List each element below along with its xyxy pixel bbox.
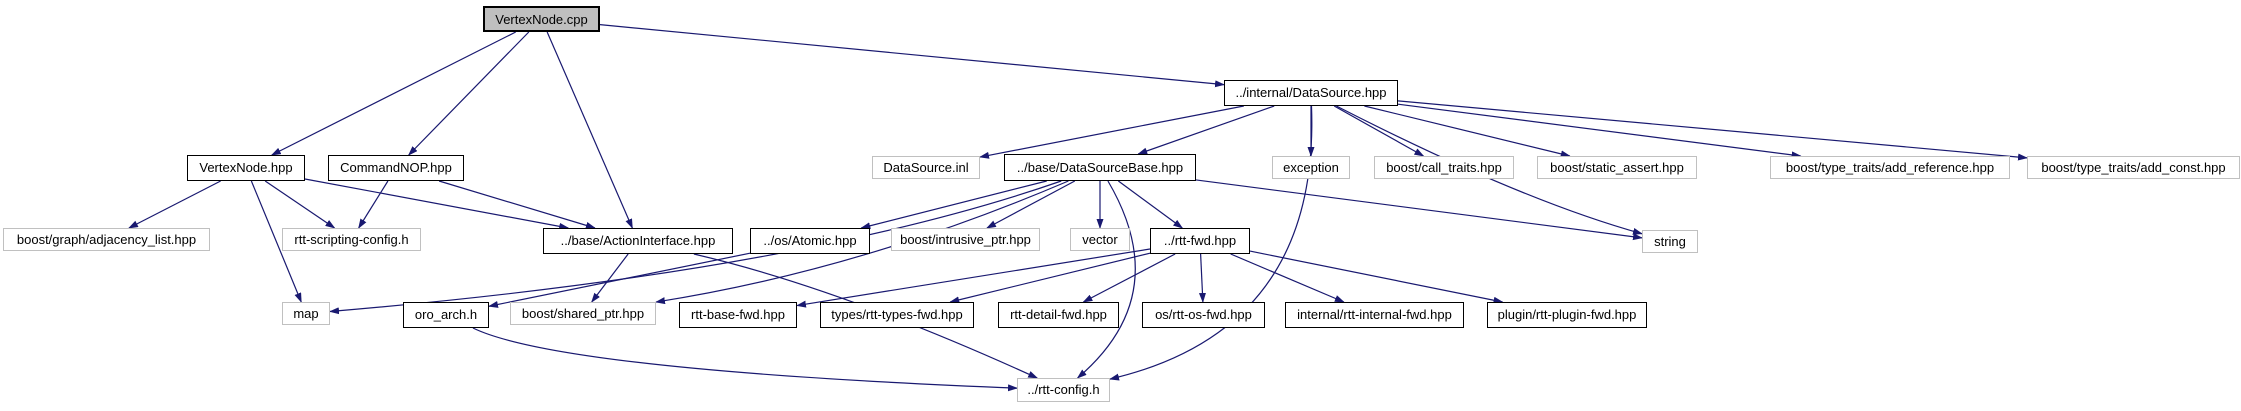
node-label-exc: exception [1283, 160, 1339, 175]
edge-ds-inl [979, 105, 1244, 159]
edge-fwd-ofwd [1198, 253, 1206, 303]
edge-fwd-tfwd [949, 252, 1151, 304]
edge-ds-ac [1397, 100, 2028, 161]
node-inl: DataSource.inl [872, 156, 980, 179]
edge-ai-sptr [591, 253, 629, 303]
node-adj: boost/graph/adjacency_list.hpp [3, 228, 210, 251]
edge-ds-ar [1397, 103, 1802, 159]
edge-ds-sa [1364, 105, 1571, 158]
node-pfwd[interactable]: plugin/rtt-plugin-fwd.hpp [1487, 302, 1647, 328]
node-label-map: map [293, 306, 319, 321]
node-ifwd[interactable]: internal/rtt-internal-fwd.hpp [1285, 302, 1464, 328]
edge-dsb-sptr [655, 180, 1069, 305]
node-label-ofwd: os/rtt-os-fwd.hpp [1155, 307, 1252, 322]
edge-fwd-bfwd [796, 248, 1151, 308]
node-label-ct: boost/call_traits.hpp [1386, 160, 1502, 175]
node-ct: boost/call_traits.hpp [1374, 156, 1514, 179]
edge-dsb-fwd [1118, 180, 1184, 229]
node-label-cnop: CommandNOP.hpp [340, 160, 452, 175]
node-label-pfwd: plugin/rtt-plugin-fwd.hpp [1497, 307, 1637, 322]
edge-cnop-cfgS [358, 180, 389, 229]
node-label-adj: boost/graph/adjacency_list.hpp [16, 232, 197, 247]
node-vec: vector [1070, 228, 1130, 251]
node-str: string [1642, 230, 1698, 253]
node-label-ifwd: internal/rtt-internal-fwd.hpp [1297, 307, 1452, 322]
edge-cnop-ai [438, 180, 596, 229]
edge-ds-str [1336, 105, 1643, 235]
node-label-str: string [1654, 234, 1686, 249]
edge-dsb-map [329, 180, 1062, 315]
node-label-inl: DataSource.inl [883, 160, 969, 175]
node-cnop[interactable]: CommandNOP.hpp [328, 155, 464, 181]
edge-ds-ct [1333, 105, 1425, 157]
edge-vhpp-cfgS [264, 180, 336, 229]
node-label-cfg: ../rtt-config.h [1027, 382, 1100, 397]
node-map: map [282, 302, 330, 325]
node-bfwd[interactable]: rtt-base-fwd.hpp [679, 302, 797, 328]
edge-dsb-str [1195, 179, 1643, 241]
node-sa: boost/static_assert.hpp [1537, 156, 1697, 179]
edge-vhpp-adj [128, 180, 221, 229]
node-label-sa: boost/static_assert.hpp [1550, 160, 1684, 175]
node-sptr: boost/shared_ptr.hpp [510, 302, 656, 325]
node-label-ai: ../base/ActionInterface.hpp [560, 233, 716, 248]
node-fwd[interactable]: ../rtt-fwd.hpp [1150, 228, 1250, 254]
node-ai[interactable]: ../base/ActionInterface.hpp [543, 228, 733, 254]
node-label-vhpp: VertexNode.hpp [199, 160, 293, 175]
node-oro[interactable]: oro_arch.h [403, 302, 489, 328]
edge-fwd-pfwd [1249, 250, 1504, 304]
node-label-cfgS: rtt-scripting-config.h [294, 232, 409, 247]
node-dfwd[interactable]: rtt-detail-fwd.hpp [998, 302, 1119, 328]
edge-fwd-ifwd [1230, 253, 1345, 303]
edge-vcpp-cnop [407, 31, 530, 156]
edge-dsb-iptr [986, 180, 1076, 229]
node-ds[interactable]: ../internal/DataSource.hpp [1224, 80, 1398, 106]
node-label-bfwd: rtt-base-fwd.hpp [691, 307, 785, 322]
node-ac: boost/type_traits/add_const.hpp [2027, 156, 2240, 179]
edge-ds-dsb [1137, 105, 1275, 155]
node-label-sptr: boost/shared_ptr.hpp [521, 306, 645, 321]
node-iptr: boost/intrusive_ptr.hpp [891, 228, 1040, 251]
edge-fwd-dfwd [1082, 253, 1176, 303]
node-label-dsb: ../base/DataSourceBase.hpp [1016, 160, 1184, 175]
edge-vhpp-map [250, 180, 302, 303]
node-label-iptr: boost/intrusive_ptr.hpp [900, 232, 1031, 247]
node-tfwd[interactable]: types/rtt-types-fwd.hpp [820, 302, 974, 328]
node-label-vec: vector [1082, 232, 1118, 247]
node-vcpp: VertexNode.cpp [483, 6, 600, 32]
node-dsb[interactable]: ../base/DataSourceBase.hpp [1004, 154, 1196, 181]
node-label-fwd: ../rtt-fwd.hpp [1163, 233, 1237, 248]
edge-vcpp-ds [599, 24, 1225, 88]
node-ar: boost/type_traits/add_reference.hpp [1770, 156, 2010, 179]
edge-vcpp-ai [546, 31, 633, 229]
node-label-vcpp: VertexNode.cpp [495, 12, 588, 27]
node-exc: exception [1272, 156, 1350, 179]
node-label-ac: boost/type_traits/add_const.hpp [2041, 160, 2226, 175]
node-vhpp[interactable]: VertexNode.hpp [187, 155, 305, 181]
node-label-dfwd: rtt-detail-fwd.hpp [1010, 307, 1107, 322]
node-atomic[interactable]: ../os/Atomic.hpp [750, 228, 870, 254]
node-ofwd[interactable]: os/rtt-os-fwd.hpp [1142, 302, 1265, 328]
edge-vhpp-ai [304, 178, 570, 230]
node-label-ds: ../internal/DataSource.hpp [1235, 85, 1387, 100]
edge-vcpp-vhpp [270, 31, 516, 156]
node-label-oro: oro_arch.h [414, 307, 478, 322]
node-label-tfwd: types/rtt-types-fwd.hpp [831, 307, 963, 322]
edge-dsb-cfg [1076, 180, 1136, 379]
node-label-ar: boost/type_traits/add_reference.hpp [1785, 160, 1995, 175]
node-label-atomic: ../os/Atomic.hpp [763, 233, 857, 248]
node-cfg: ../rtt-config.h [1017, 378, 1110, 402]
edge-oro-cfg [472, 327, 1018, 392]
edge-dsb-atomic [860, 180, 1047, 230]
edge-atomic-oro [488, 252, 751, 308]
node-cfgS: rtt-scripting-config.h [282, 228, 421, 251]
